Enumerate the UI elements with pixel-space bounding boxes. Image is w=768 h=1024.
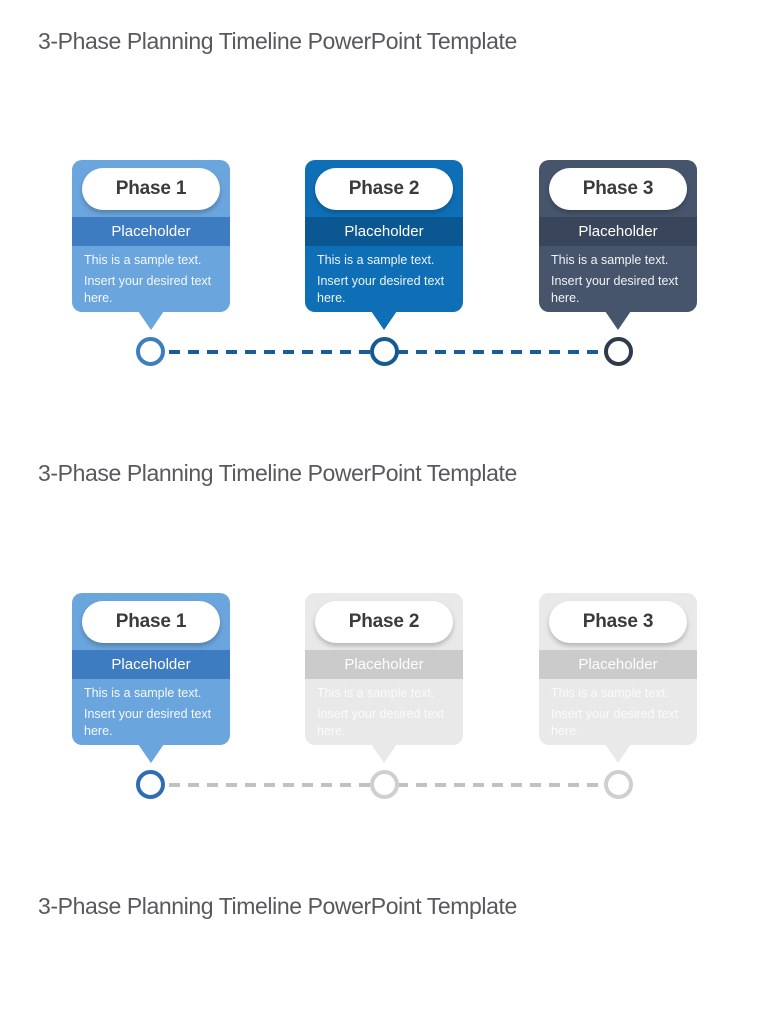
phase-2-placeholder-band: Placeholder: [305, 217, 463, 246]
phase-3-label: Phase 3: [582, 178, 654, 199]
body-line: This is a sample text.: [84, 253, 202, 267]
card-pointer-tail: [605, 311, 631, 330]
phase-3-label: Phase 3: [582, 611, 654, 632]
phase-2-card-inactive: Phase 2 Placeholder This is a sample tex…: [305, 593, 463, 763]
card-pointer-tail: [371, 311, 397, 330]
phase-2-pill: Phase 2: [315, 601, 453, 643]
phase-3-card-inactive: Phase 3 Placeholder This is a sample tex…: [539, 593, 697, 763]
body-line: This is a sample text.: [84, 686, 202, 700]
timeline-node-1: [136, 337, 165, 366]
phase-3-card: Phase 3 Placeholder This is a sample tex…: [539, 160, 697, 330]
phase-1-label: Phase 1: [115, 611, 187, 632]
body-line: Insert your desired text here.: [551, 274, 679, 305]
timeline-node-2-inactive: [370, 770, 399, 799]
slide-1-title: 3-Phase Planning Timeline PowerPoint Tem…: [38, 28, 517, 54]
timeline-node-3-inactive: [604, 770, 633, 799]
phase-1-placeholder-band: Placeholder: [72, 217, 230, 246]
phase-3-pill: Phase 3: [549, 168, 687, 210]
body-line: Insert your desired text here.: [84, 707, 212, 738]
phase-2-placeholder-band: Placeholder: [305, 650, 463, 679]
phase-3-placeholder-band: Placeholder: [539, 217, 697, 246]
phase-2-label: Phase 2: [348, 178, 420, 199]
slide-3-partial: 3-Phase Planning Timeline PowerPoint Tem…: [0, 865, 768, 1024]
phase-2-body-text: This is a sample text. Insert your desir…: [317, 252, 455, 311]
phase-2-card: Phase 2 Placeholder This is a sample tex…: [305, 160, 463, 330]
body-line: Insert your desired text here.: [317, 274, 445, 305]
body-line: This is a sample text.: [317, 253, 435, 267]
slide-2: 3-Phase Planning Timeline PowerPoint Tem…: [0, 432, 768, 865]
slide-2-title: 3-Phase Planning Timeline PowerPoint Tem…: [38, 460, 517, 486]
body-line: This is a sample text.: [317, 686, 435, 700]
body-line: Insert your desired text here.: [84, 274, 212, 305]
phase-1-card-highlighted: Phase 1 Placeholder This is a sample tex…: [72, 593, 230, 763]
phase-3-placeholder-band: Placeholder: [539, 650, 697, 679]
phase-1-placeholder-band: Placeholder: [72, 650, 230, 679]
phase-2-pill: Phase 2: [315, 168, 453, 210]
phase-1-pill: Phase 1: [82, 601, 220, 643]
body-line: This is a sample text.: [551, 253, 669, 267]
body-line: This is a sample text.: [551, 686, 669, 700]
phase-2-label: Phase 2: [348, 611, 420, 632]
card-pointer-tail: [605, 744, 631, 763]
slide-3-title: 3-Phase Planning Timeline PowerPoint Tem…: [38, 893, 517, 919]
card-pointer-tail: [138, 744, 164, 763]
card-pointer-tail: [371, 744, 397, 763]
body-line: Insert your desired text here.: [317, 707, 445, 738]
timeline-node-3: [604, 337, 633, 366]
timeline-node-2: [370, 337, 399, 366]
phase-3-body-text: This is a sample text. Insert your desir…: [551, 685, 689, 744]
slide-1: 3-Phase Planning Timeline PowerPoint Tem…: [0, 0, 768, 432]
phase-1-body-text: This is a sample text. Insert your desir…: [84, 685, 222, 744]
body-line: Insert your desired text here.: [551, 707, 679, 738]
phase-1-body-text: This is a sample text. Insert your desir…: [84, 252, 222, 311]
phase-1-label: Phase 1: [115, 178, 187, 199]
phase-1-card: Phase 1 Placeholder This is a sample tex…: [72, 160, 230, 330]
phase-3-pill: Phase 3: [549, 601, 687, 643]
phase-3-body-text: This is a sample text. Insert your desir…: [551, 252, 689, 311]
phase-1-pill: Phase 1: [82, 168, 220, 210]
phase-2-body-text: This is a sample text. Insert your desir…: [317, 685, 455, 744]
card-pointer-tail: [138, 311, 164, 330]
timeline-node-1-highlighted: [136, 770, 165, 799]
